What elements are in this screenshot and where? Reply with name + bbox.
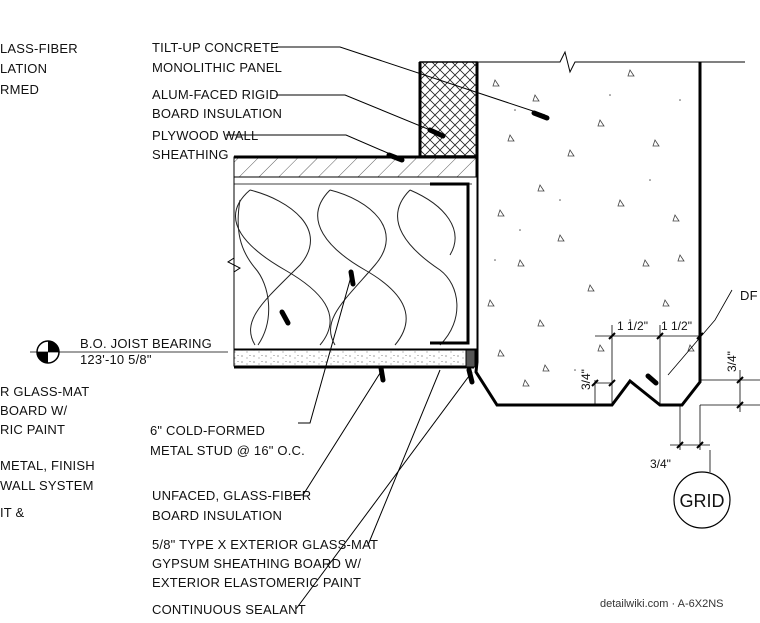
grid-label: GRID xyxy=(680,491,725,511)
label-tilt-up-2: MONOLITHIC PANEL xyxy=(152,60,282,75)
annotation-labels: TILT-UP CONCRETE MONOLITHIC PANEL ALUM-F… xyxy=(0,40,758,617)
label-tilt-up-1: TILT-UP CONCRETE xyxy=(152,40,279,55)
label-right-cut: DF xyxy=(740,288,758,303)
dimension-lines xyxy=(594,289,760,472)
label-left-8: WALL SYSTEM xyxy=(0,478,94,493)
leader-lines xyxy=(226,46,546,610)
watermark: detailwiki.com · A-6X2NS xyxy=(600,598,724,610)
label-left-6: RIC PAINT xyxy=(0,422,65,437)
label-unfaced-2: BOARD INSULATION xyxy=(152,508,282,523)
grid-bubble: GRID xyxy=(673,471,731,529)
top-break-line xyxy=(420,50,745,74)
label-sealant: CONTINUOUS SEALANT xyxy=(152,602,306,617)
concrete-panel xyxy=(474,62,702,407)
label-plywood-2: SHEATHING xyxy=(152,147,229,162)
dim-4: 3/4" xyxy=(725,351,739,372)
label-gyp-3: EXTERIOR ELASTOMERIC PAINT xyxy=(152,575,361,590)
label-left-2: LATION xyxy=(0,61,47,76)
label-left-7: METAL, FINISH xyxy=(0,458,95,473)
label-joist-2: 123'-10 5/8" xyxy=(80,352,152,367)
dimension-ticks xyxy=(591,332,744,449)
label-left-3: RMED xyxy=(0,82,39,97)
stud-cavity xyxy=(227,176,478,350)
label-left-9: IT & xyxy=(0,505,25,520)
dim-1: 1 1/2" xyxy=(617,319,648,333)
label-left-1: LASS-FIBER xyxy=(0,41,78,56)
label-joist-1: B.O. JOIST BEARING xyxy=(80,336,212,351)
label-plywood-1: PLYWOOD WALL xyxy=(152,128,258,143)
plywood-sheathing xyxy=(233,155,478,178)
label-alum-1: ALUM-FACED RIGID xyxy=(152,87,279,102)
label-stud-1: 6" COLD-FORMED xyxy=(150,423,265,438)
label-left-4: R GLASS-MAT xyxy=(0,384,89,399)
elevation-marker xyxy=(30,340,228,364)
gypsum-sheathing xyxy=(233,349,476,369)
label-gyp-2: GYPSUM SHEATHING BOARD W/ xyxy=(152,556,361,571)
label-gyp-1: 5/8" TYPE X EXTERIOR GLASS-MAT xyxy=(152,537,378,552)
dim-2: 1 1/2" xyxy=(661,319,692,333)
dim-5: 3/4" xyxy=(650,457,671,471)
leader-ticks xyxy=(279,110,659,386)
label-stud-2: METAL STUD @ 16" O.C. xyxy=(150,443,305,458)
label-unfaced-1: UNFACED, GLASS-FIBER xyxy=(152,488,311,503)
dim-3: 3/4" xyxy=(579,369,593,390)
dimension-labels: 1 1/2" 1 1/2" 3/4" 3/4" 3/4" xyxy=(579,319,739,471)
label-alum-2: BOARD INSULATION xyxy=(152,106,282,121)
rigid-insulation xyxy=(418,61,478,157)
label-left-5: BOARD W/ xyxy=(0,403,68,418)
